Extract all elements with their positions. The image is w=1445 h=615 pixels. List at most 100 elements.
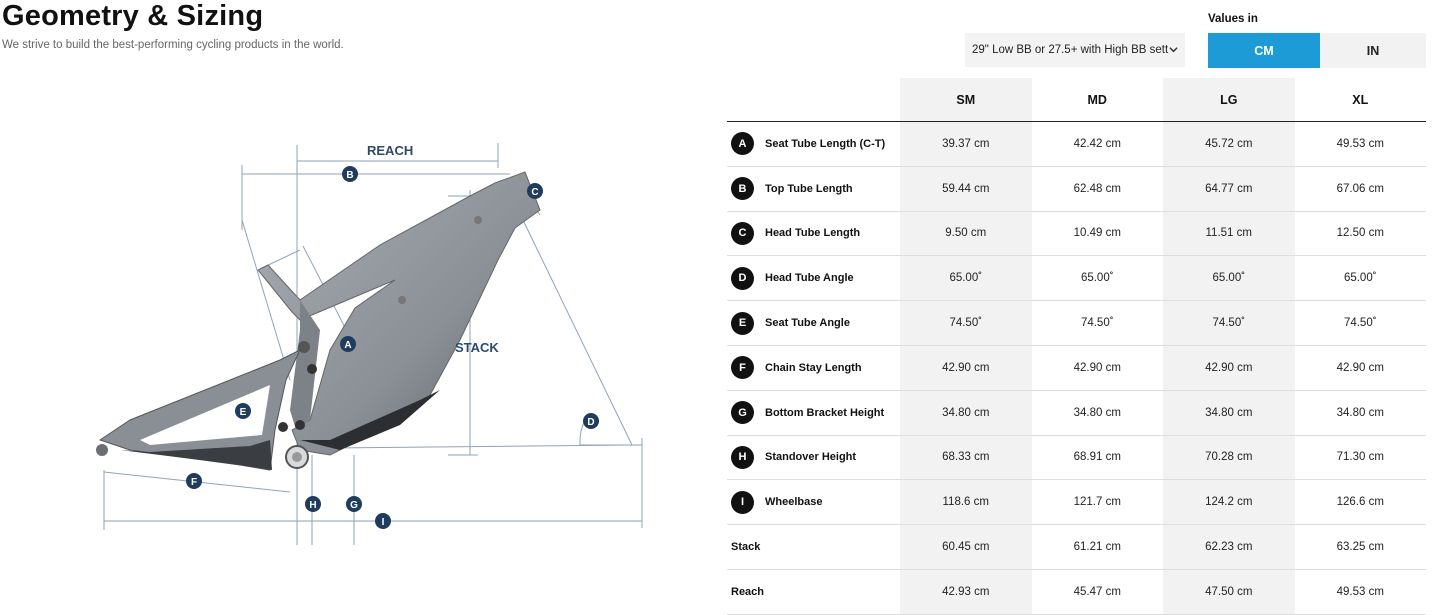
marker-c-text: C [531, 187, 538, 198]
table-cell: 34.80 cm [1163, 390, 1295, 435]
table-cell: 65.00˚ [1080, 272, 1114, 285]
table-row: G Bottom Bracket Height 34.80 cm 34.80 c… [727, 390, 1426, 436]
table-cell: 42.42 cm [1073, 137, 1121, 150]
unit-in-button[interactable]: IN [1320, 33, 1426, 68]
table-cell: 42.90 cm [1163, 345, 1295, 390]
row-label: Seat Tube Angle [765, 317, 850, 330]
row-label-cell: E Seat Tube Angle [727, 301, 900, 345]
table-cell: 9.50 cm [900, 211, 1032, 256]
marker-h [305, 496, 321, 512]
reach-label: REACH [367, 143, 413, 158]
table-cell: 71.30 cm [1336, 451, 1384, 464]
marker-a-text: A [344, 340, 351, 351]
table-cell: 49.53 cm [1336, 137, 1384, 150]
table-cell: 42.90 cm [900, 345, 1032, 390]
table-cell: 42.90 cm [1336, 361, 1384, 374]
table-cell: 42.90 cm [1073, 361, 1121, 374]
table-cell: 68.91 cm [1073, 451, 1121, 464]
size-header-md: MD [1087, 92, 1107, 107]
table-cell: 70.28 cm [1163, 435, 1295, 480]
table-row: Reach 42.93 cm 45.47 cm 47.50 cm 49.53 c… [727, 569, 1426, 615]
table-cell: 74.50˚ [900, 301, 1032, 345]
table-cell: 59.44 cm [900, 166, 1032, 211]
size-header-lg: LG [1163, 78, 1295, 121]
marker-e-text: E [240, 407, 247, 418]
row-label-cell: G Bottom Bracket Height [727, 391, 900, 435]
marker-i-text: I [382, 517, 385, 528]
table-cell: 45.72 cm [1163, 122, 1295, 166]
row-letter-badge: I [731, 490, 754, 514]
row-label: Top Tube Length [765, 182, 853, 195]
stack-label: STACK [455, 340, 499, 355]
table-cell: 45.47 cm [1073, 585, 1121, 598]
row-label: Wheelbase [765, 496, 823, 509]
row-letter-badge: A [731, 132, 754, 156]
marker-a [340, 336, 356, 352]
marker-f-text: F [191, 477, 197, 488]
table-row: I Wheelbase 118.6 cm 121.7 cm 124.2 cm 1… [727, 480, 1426, 526]
frame-config-select[interactable]: 29" Low BB or 27.5+ with High BB sett [965, 33, 1185, 67]
table-cell: 60.45 cm [900, 525, 1032, 569]
row-letter-badge: G [731, 401, 754, 425]
table-cell: 34.80 cm [900, 390, 1032, 435]
row-letter-badge: E [731, 311, 754, 335]
table-cell: 63.25 cm [1336, 541, 1384, 554]
table-cell: 74.50˚ [1343, 317, 1377, 330]
marker-c [527, 183, 543, 199]
table-header: SM MD LG XL [727, 78, 1426, 122]
page-subtitle: We strive to build the best-performing c… [2, 39, 344, 51]
table-row: F Chain Stay Length 42.90 cm 42.90 cm 42… [727, 345, 1426, 391]
row-label-cell: H Standover Height [727, 436, 900, 480]
row-label-cell: Reach [727, 570, 900, 614]
row-label-cell: D Head Tube Angle [727, 256, 900, 300]
table-cell: 34.80 cm [1073, 406, 1121, 419]
header-spacer [727, 78, 900, 121]
row-label-cell: B Top Tube Length [727, 167, 900, 211]
marker-g-text: G [350, 500, 358, 511]
table-cell: 42.93 cm [900, 569, 1032, 614]
frame-config-value: 29" Low BB or 27.5+ with High BB sett [972, 44, 1169, 56]
table-cell: 118.6 cm [900, 480, 1032, 525]
row-label: Chain Stay Length [765, 361, 862, 374]
table-cell: 34.80 cm [1336, 406, 1384, 419]
row-label-cell: A Seat Tube Length (C-T) [727, 122, 900, 166]
table-cell: 49.53 cm [1336, 585, 1384, 598]
table-row: B Top Tube Length 59.44 cm 62.48 cm 64.7… [727, 166, 1426, 212]
row-label: Seat Tube Length (C-T) [765, 137, 886, 150]
size-header-xl: XL [1352, 92, 1369, 107]
marker-b-text: B [346, 170, 353, 181]
row-label-cell: I Wheelbase [727, 480, 900, 524]
bike-frame [96, 171, 541, 471]
table-row: A Seat Tube Length (C-T) 39.37 cm 42.42 … [727, 122, 1426, 167]
unit-cm-button[interactable]: CM [1208, 33, 1320, 68]
table-cell: 62.48 cm [1073, 182, 1121, 195]
row-label-cell: C Head Tube Length [727, 212, 900, 256]
table-row: H Standover Height 68.33 cm 68.91 cm 70.… [727, 435, 1426, 481]
table-row: C Head Tube Length 9.50 cm 10.49 cm 11.5… [727, 211, 1426, 257]
marker-f [186, 473, 202, 489]
table-cell: 65.00˚ [1343, 272, 1377, 285]
table-cell: 74.50˚ [1080, 317, 1114, 330]
table-cell: 68.33 cm [900, 435, 1032, 480]
table-row: E Seat Tube Angle 74.50˚ 74.50˚ 74.50˚ 7… [727, 301, 1426, 346]
table-cell: 11.51 cm [1163, 211, 1295, 256]
row-label: Bottom Bracket Height [765, 406, 885, 419]
marker-b [342, 166, 358, 182]
marker-i [375, 513, 391, 529]
table-cell: 12.50 cm [1336, 227, 1384, 240]
frame-geometry-diagram: REACH STACK B C A D E F H G I [96, 143, 643, 545]
chevron-down-icon [1169, 47, 1178, 53]
marker-d [583, 413, 599, 429]
table-cell: 65.00˚ [1163, 256, 1295, 301]
table-row: D Head Tube Angle 65.00˚ 65.00˚ 65.00˚ 6… [727, 256, 1426, 302]
table-cell: 47.50 cm [1163, 569, 1295, 614]
table-cell: 62.23 cm [1163, 525, 1295, 569]
table-row: Stack 60.45 cm 61.21 cm 62.23 cm 63.25 c… [727, 525, 1426, 570]
marker-d-text: D [587, 417, 594, 428]
page-title: Geometry & Sizing [2, 0, 264, 32]
row-label: Head Tube Angle [765, 272, 854, 285]
row-label: Head Tube Length [765, 227, 861, 240]
table-cell: 64.77 cm [1163, 166, 1295, 211]
size-header-sm: SM [900, 78, 1032, 121]
row-letter-badge: C [731, 221, 754, 245]
